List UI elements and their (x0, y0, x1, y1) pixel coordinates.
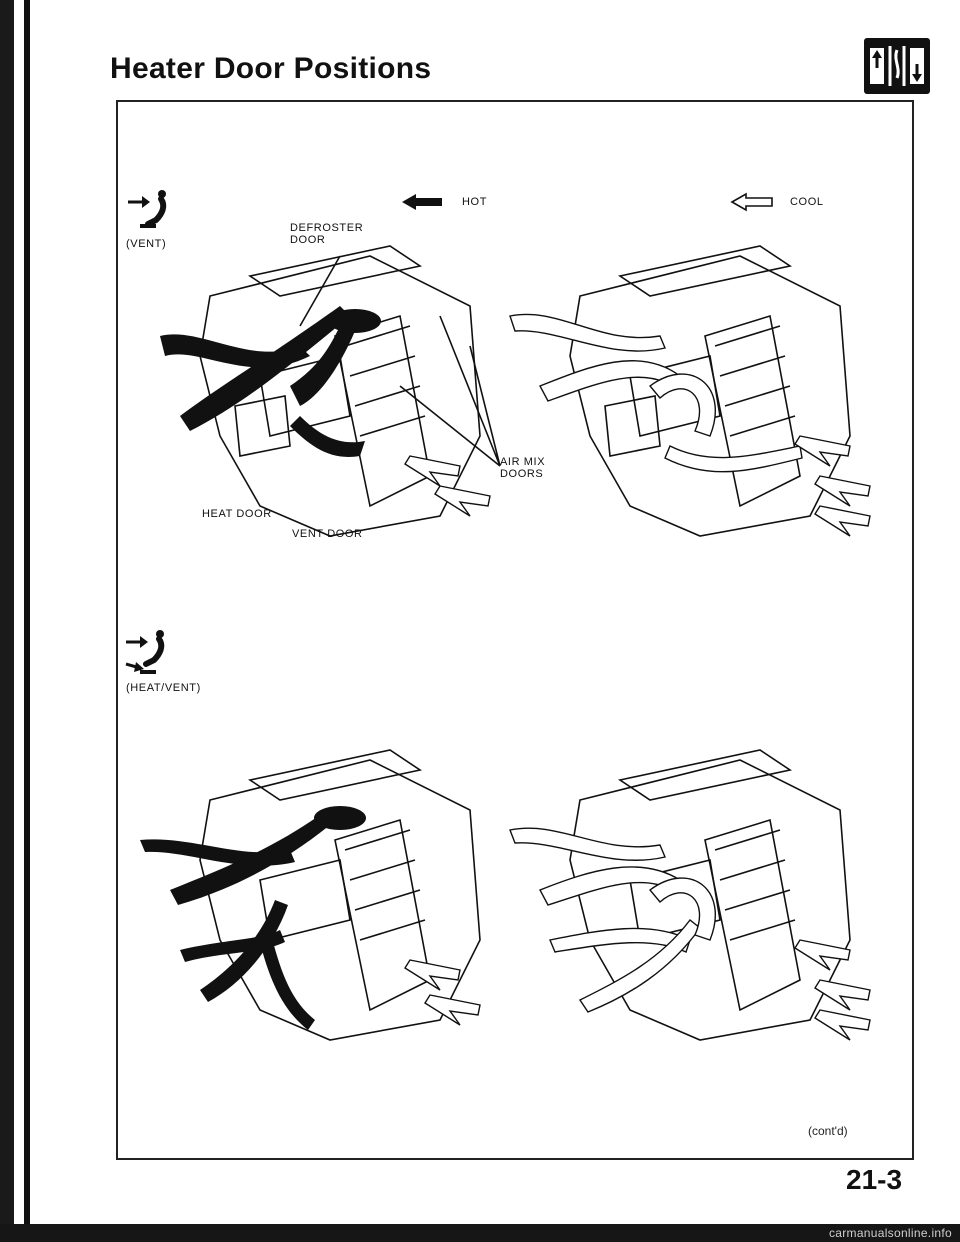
binding-line (24, 0, 30, 1242)
vent-cool-heater-unit (509, 245, 871, 537)
diagram-frame (116, 100, 914, 1160)
air-mix-doors-label: AIR MIX DOORS (500, 456, 546, 480)
heat-vent-cool-heater-unit (509, 749, 871, 1041)
hot-arrow-icon (402, 194, 442, 210)
vent-hot-heater-unit (160, 245, 501, 537)
page-title: Heater Door Positions (110, 52, 432, 85)
bottom-bar (0, 1224, 960, 1242)
cool-label: COOL (790, 196, 824, 208)
vent-mode-label: (VENT) (126, 238, 167, 250)
hvac-section-icon (864, 38, 930, 94)
heat-door-label: HEAT DOOR (202, 508, 272, 520)
heat-vent-mode-icon (125, 630, 165, 674)
continued-note: (cont'd) (808, 1124, 848, 1138)
heat-vent-hot-heater-unit (140, 749, 481, 1041)
defroster-door-label: DEFROSTER DOOR (290, 222, 364, 246)
binding-edge (0, 0, 14, 1242)
heat-vent-mode-label: (HEAT/VENT) (126, 682, 201, 694)
vent-mode-icon (128, 190, 167, 228)
watermark: carmanualsonline.info (828, 1226, 952, 1240)
cool-arrow-icon (730, 192, 773, 212)
hot-label: HOT (462, 196, 488, 208)
page-number: 21-3 (846, 1164, 903, 1195)
